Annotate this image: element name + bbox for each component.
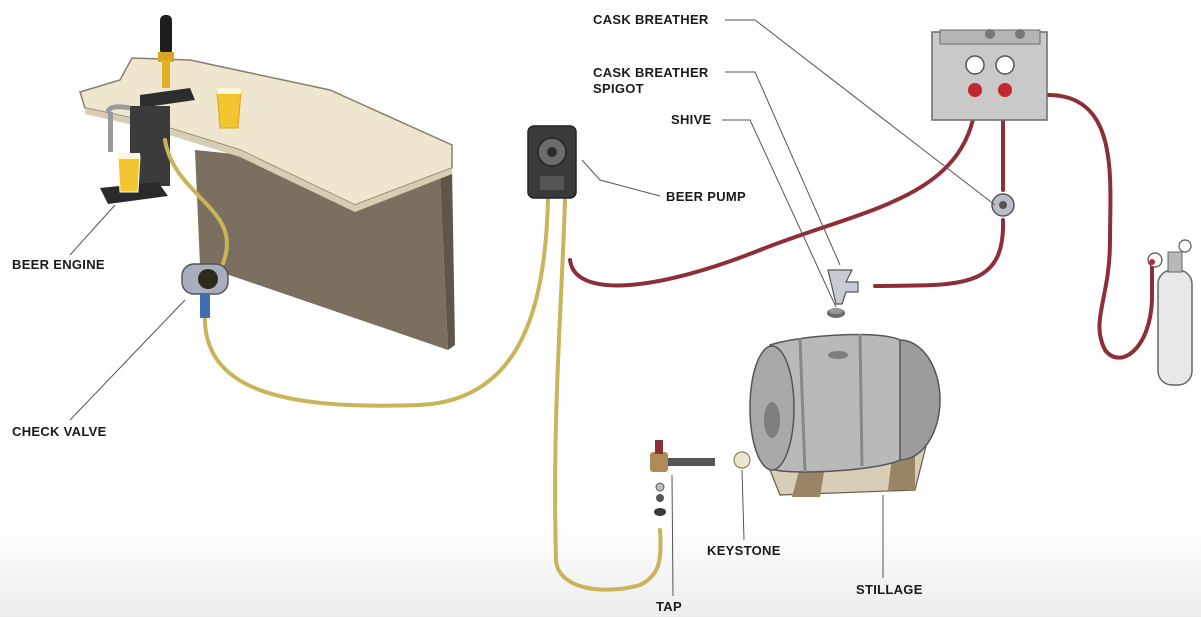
beer-engine [100, 15, 195, 204]
leader-cask-breather [725, 19, 996, 206]
counter-pint-glass [216, 88, 242, 129]
leader-shive [722, 119, 837, 308]
leader-tap [671, 474, 674, 597]
beer-line-check-valve-to-pump [202, 198, 550, 408]
counter-panel-edge [440, 168, 455, 350]
beer-engine-handle-collar [158, 52, 174, 62]
cask-keystone-hole [764, 402, 780, 438]
gas-line-regulator-to-cylinder [1046, 93, 1154, 360]
label-keystone: KEYSTONE [707, 543, 781, 558]
tap [650, 440, 715, 516]
gas-line-pump-to-regulator [568, 108, 977, 288]
beer-pump [527, 125, 577, 199]
label-shive: SHIVE [671, 112, 712, 127]
engine-pint-foam [118, 153, 140, 159]
label-stillage: STILLAGE [856, 582, 923, 597]
leader-beer-pump [581, 159, 661, 197]
keystone [733, 451, 751, 469]
cask-shive-hole [828, 351, 848, 359]
gas-regulator-panel [931, 29, 1048, 121]
beer-engine-handle [160, 15, 172, 55]
regulator-knob-left [968, 83, 982, 97]
gas-cylinder [1147, 239, 1193, 386]
regulator-gauge-right [995, 55, 1015, 75]
beer-lines [163, 138, 663, 592]
label-check-valve: CHECK VALVE [12, 424, 107, 439]
engine-pint-glass [117, 155, 141, 193]
label-beer-pump: BEER PUMP [666, 189, 746, 204]
gas-lines [568, 93, 1154, 360]
label-beer-engine: BEER ENGINE [12, 257, 105, 272]
cask-hoop-1 [798, 337, 807, 473]
regulator-knob-right [998, 83, 1012, 97]
regulator-gauge-left [965, 55, 985, 75]
drip-tray [100, 182, 168, 204]
beer-engine-stem [162, 60, 170, 88]
beer-line-pump-to-tap [553, 198, 663, 592]
cask-hoop-2 [858, 333, 864, 467]
cask-and-stillage [749, 333, 941, 497]
leader-lines [69, 19, 996, 597]
leader-check-valve [69, 299, 186, 421]
label-tap: TAP [656, 599, 682, 614]
cask-breather [991, 193, 1015, 217]
label-cask-breather: CASK BREATHER [593, 12, 709, 27]
beer-engine-spout [105, 104, 131, 113]
check-valve [181, 263, 229, 318]
leader-beer-engine [69, 204, 116, 256]
counter-top-front-edge [85, 108, 452, 212]
leader-cask-breather-spigot [725, 71, 841, 266]
beer-line-engine-to-check-valve [163, 138, 229, 272]
beer-engine-base [140, 88, 195, 108]
bar-counter [79, 57, 455, 350]
shive [827, 308, 845, 318]
leader-keystone [741, 469, 745, 541]
cask-breather-spigot [827, 269, 859, 305]
label-cask-breather-spigot: CASK BREATHER SPIGOT [593, 65, 709, 96]
gas-line-breather-to-spigot [873, 218, 1006, 288]
beer-engine-swan-neck [108, 112, 113, 152]
